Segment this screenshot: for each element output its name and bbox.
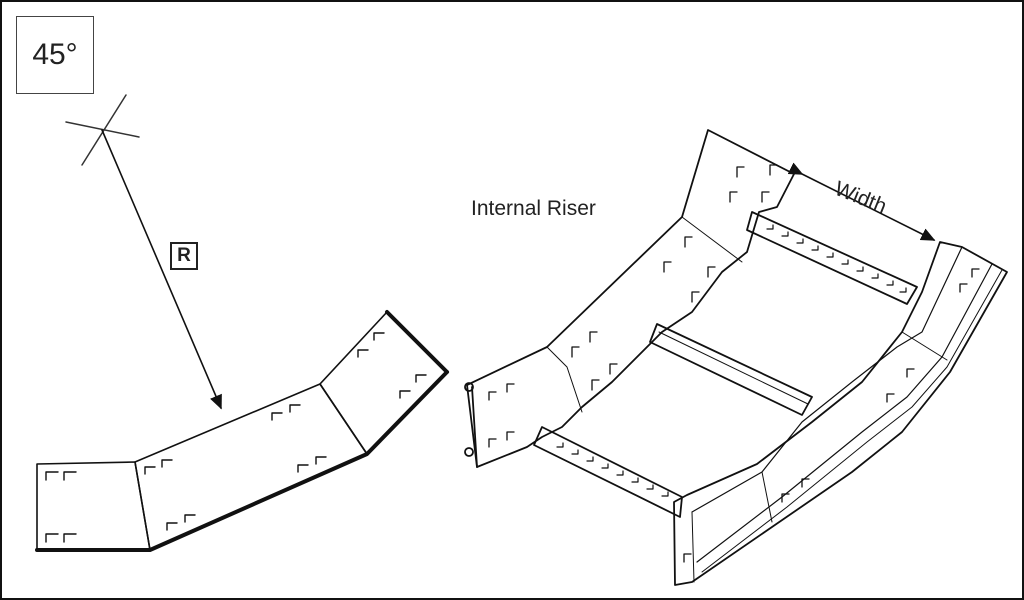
internal-riser-label: Internal Riser — [471, 197, 596, 220]
angle-label: 45° — [16, 16, 94, 94]
internal-riser-ladder — [464, 129, 1008, 586]
radius-label: R — [170, 242, 198, 270]
flat-bend-section — [35, 310, 449, 552]
radius-arrow — [101, 129, 222, 410]
